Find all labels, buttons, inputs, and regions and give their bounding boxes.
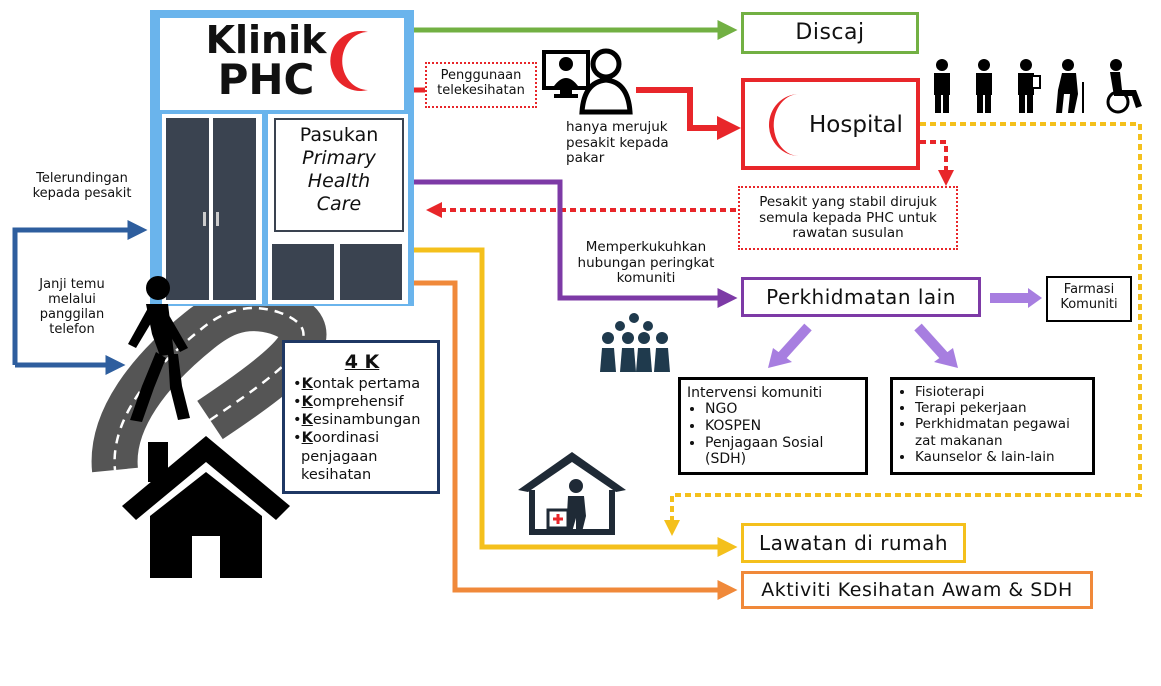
team-line2: Primary [302,147,376,169]
community-note: Memperkukuhkan hubungan peringkat komuni… [577,239,715,287]
hospital-label: Hospital [809,112,903,138]
team-box: Pasukan Primary Health Care [274,118,404,232]
arrow-home-visit [414,247,738,557]
clinic-title: Klinik PHC [176,18,356,104]
arrow-community-intervention [776,323,812,362]
clinic-title-line2: PHC [217,55,315,104]
team-line3: Health [307,170,371,192]
list-item: Kaunselor & lain-lain [915,449,1088,465]
home-visit-box: Lawatan di rumah [741,523,966,563]
arrow-public-health [414,280,738,600]
teleconsult-label: Telerundingan kepada pesakit [32,171,132,201]
list-item: KOSPEN [705,418,859,435]
arrow-therapy [914,323,950,362]
k4-item: •Kesinambungan [293,412,421,429]
list-item: NGO [705,401,859,418]
telehealth-doctor-icon [542,48,633,115]
four-k-box: 4 K •Kontak pertama •Komprehensif •Kesin… [282,340,440,494]
clinic-title-line1: Klinik [205,18,327,62]
arrow-hospital [636,87,741,140]
house-icon [122,436,290,578]
home-visit-icon [518,452,626,535]
pharmacy-box: Farmasi Komuniti [1046,276,1132,322]
telehealth-box: Penggunaan telekesihatan [425,62,537,108]
other-services-box: Perkhidmatan lain [741,277,981,317]
walking-person-icon [128,276,190,422]
community-intervention-title: Intervensi komuniti [687,385,823,401]
public-health-box: Aktiviti Kesihatan Awam & SDH [741,571,1093,609]
hospital-box: Hospital [741,78,920,170]
team-line1: Pasukan [299,124,379,146]
list-item: Fisioterapi [915,384,1088,400]
discaj-box: Discaj [741,12,919,54]
k4-item: •Kontak pertama [293,376,421,392]
clinic-building: Klinik PHC Pasukan Primary Health Care [150,10,414,306]
red-crescent-icon [330,31,368,92]
therapy-box: Fisioterapi Terapi pekerjaan Perkhidmata… [890,377,1095,475]
arrow-hospital-down [920,140,954,186]
community-group-icon [600,313,670,372]
arrow-teleconsult [12,220,148,365]
disabled-people-icon [934,59,1142,114]
list-item: Penjagaan Sosial (SDH) [705,435,859,469]
k4-item: •Komprehensif [293,394,404,411]
arrow-community [414,179,738,308]
stable-note-box: Pesakit yang stabil dirujuk semula kepad… [738,186,958,250]
four-k-title: 4 K [344,351,380,373]
list-item: Terapi pekerjaan [915,400,1088,416]
arrow-hospital-home [664,122,1142,536]
clinic-doors [162,114,262,304]
list-item: Perkhidmatan pegawai zat makanan [915,416,1088,448]
phone-appt-label: Janji temu melalui panggilan telefon [39,277,105,337]
red-crescent-icon [768,94,799,156]
refer-note: hanya merujuk pesakit kepada pakar [566,119,669,167]
team-line4: Care [316,193,362,215]
community-intervention-box: Intervensi komuniti NGO KOSPEN Penjagaan… [678,377,868,475]
